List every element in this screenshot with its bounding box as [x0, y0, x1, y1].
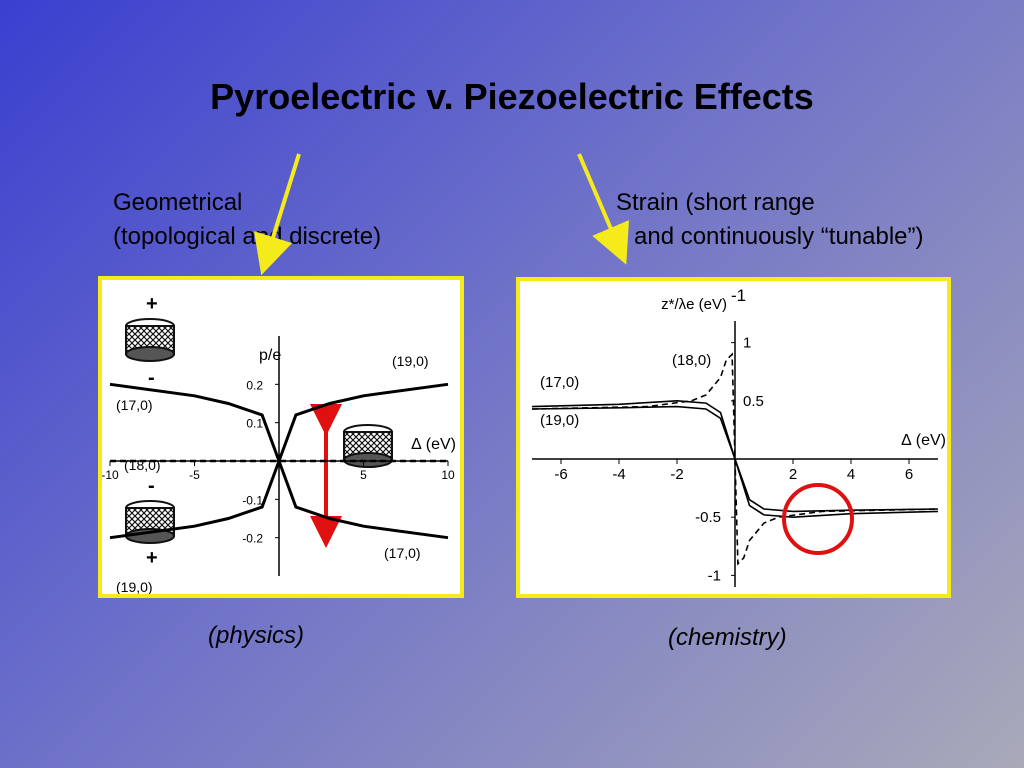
y-tick-label: 0.1	[246, 417, 263, 431]
series-label: (19,0)	[392, 353, 429, 369]
x-tick-label: 6	[905, 466, 913, 483]
series-line-180	[531, 352, 939, 566]
series-label: (17,0)	[116, 397, 153, 413]
y-tick-label: 0.5	[743, 393, 764, 410]
physics-chart-panel: + - - + -10 -5 5 10 0.2 0.1 -0.1 -0.2 p/e ∆ (eV) (…	[98, 276, 464, 598]
x-tick-label: 10	[441, 468, 455, 482]
x-axis-label: ∆ (eV)	[902, 432, 946, 449]
y-axis-label: p/e	[259, 347, 281, 364]
right-caption-line-1: Strain (short range	[616, 189, 815, 216]
series-label: (18,0)	[124, 457, 161, 473]
left-pointer-arrow	[254, 153, 301, 276]
series-label: (18,0)	[672, 352, 711, 369]
x-tick-label: -4	[612, 466, 625, 483]
series-label: (17,0)	[384, 545, 421, 561]
y-axis-label-sup: -1	[731, 286, 746, 305]
right-caption: Strain (short range and continuously “tu…	[616, 186, 924, 254]
series-line-190	[109, 382, 449, 540]
left-caption: Geometrical (topological and discrete)	[113, 186, 381, 254]
chemistry-label: (chemistry)	[668, 624, 787, 651]
y-tick-label: -0.1	[242, 493, 263, 507]
nanotube-icon-bottom	[125, 500, 175, 544]
x-tick-label: 2	[789, 466, 797, 483]
y-tick-label: 1	[743, 335, 751, 352]
y-tick-label: 0.2	[246, 378, 263, 392]
physics-label: (physics)	[208, 622, 305, 649]
y-tick-label: -0.2	[242, 532, 263, 546]
x-tick-label: 5	[360, 468, 367, 482]
x-tick-label: -6	[554, 466, 567, 483]
x-tick-label: -2	[670, 466, 683, 483]
sign-plus-bottom: +	[146, 547, 158, 569]
sign-plus-top: +	[146, 293, 158, 315]
nanotube-icon-top	[125, 318, 175, 362]
right-pointer-arrow	[577, 153, 629, 265]
y-tick-label: -1	[708, 567, 721, 584]
y-axis-label: z*/λe (eV)	[661, 296, 727, 313]
x-tick-label: -5	[189, 468, 200, 482]
x-axis-label: ∆ (eV)	[412, 436, 456, 453]
sign-minus-top: -	[148, 367, 155, 389]
right-caption-line-2: and continuously “tunable”)	[634, 223, 924, 250]
slide-title: Pyroelectric v. Piezoelectric Effects	[210, 76, 814, 117]
left-caption-line-2: (topological and discrete)	[113, 223, 382, 250]
x-tick-label: 4	[847, 466, 855, 483]
series-label: (17,0)	[540, 374, 579, 391]
physics-chart: + - - + -10 -5 5 10 0.2 0.1 -0.1 -0.2 p/e ∆ (eV) (…	[101, 293, 456, 595]
left-caption-line-1: Geometrical	[113, 189, 243, 216]
highlight-circle	[782, 483, 854, 555]
y-tick-label: -0.5	[695, 509, 721, 526]
x-tick-label: -10	[102, 468, 119, 482]
sign-minus-bottom: -	[148, 475, 155, 497]
series-label: (19,0)	[540, 412, 579, 429]
series-line-190	[531, 405, 939, 513]
series-label: (19,0)	[116, 579, 153, 594]
